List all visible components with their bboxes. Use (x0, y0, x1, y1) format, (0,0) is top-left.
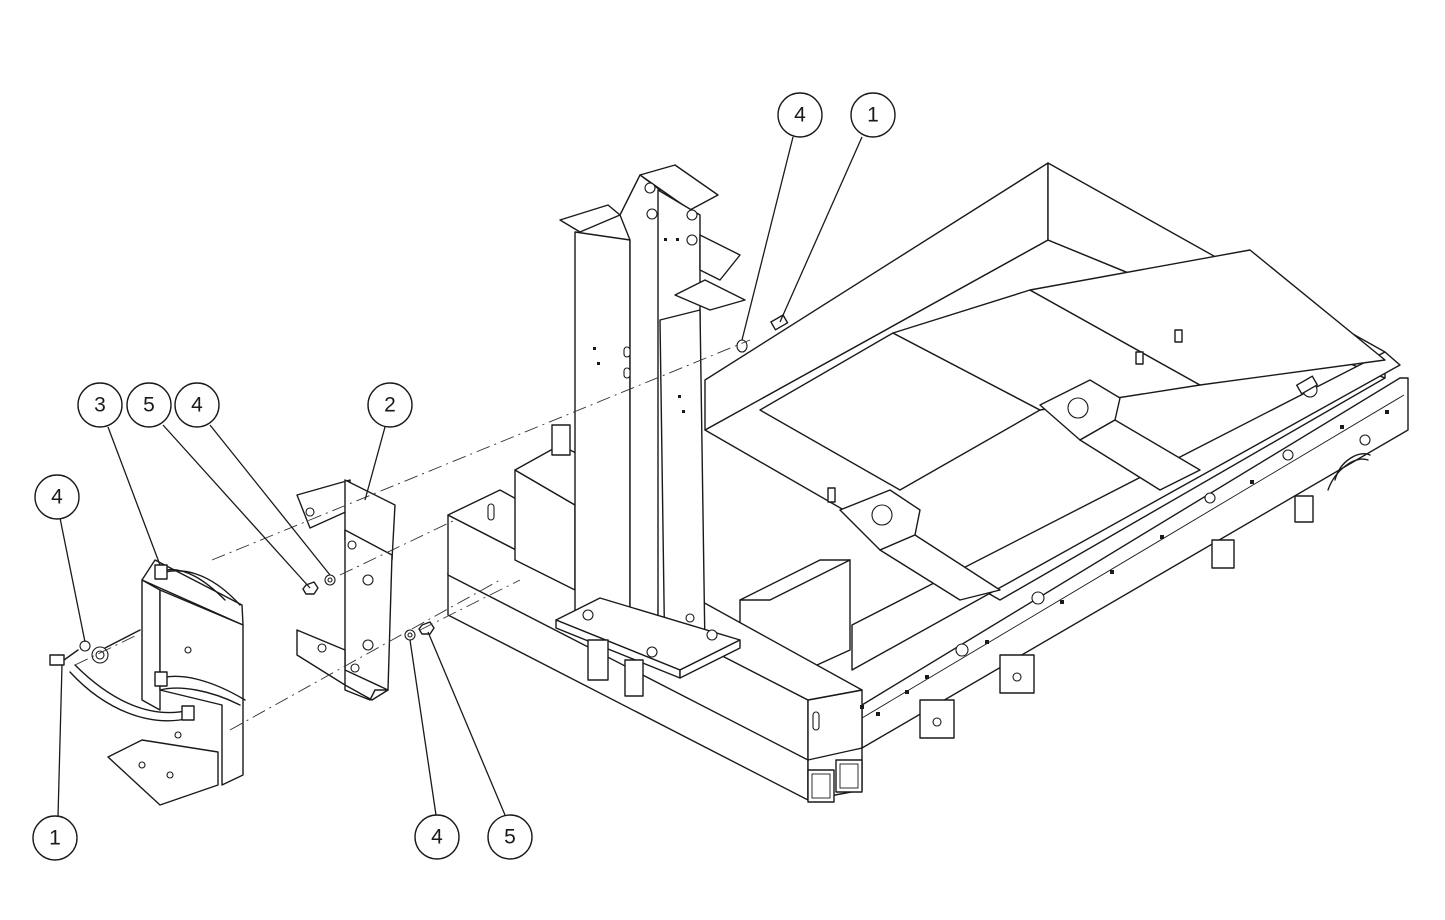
vertical-column (551, 164, 746, 697)
balloon-item-5-left: 5 (126, 382, 172, 428)
base-frame (447, 162, 1409, 803)
svg-text:4: 4 (794, 104, 806, 127)
balloon-item-1-top: 1 (850, 92, 896, 138)
svg-text:3: 3 (94, 394, 106, 417)
balloon-item-4-top: 4 (777, 92, 823, 138)
svg-text:4: 4 (191, 394, 203, 417)
balloon-item-4-mid: 4 (174, 382, 220, 428)
balloon-item-1-bottom: 1 (32, 815, 78, 861)
balloon-item-4-bottom: 4 (414, 814, 460, 860)
balloon-callouts: 4 1 3 5 4 2 (32, 92, 896, 861)
svg-text:4: 4 (431, 826, 443, 849)
svg-text:5: 5 (504, 826, 516, 849)
bracket-part-2 (296, 479, 396, 701)
svg-text:4: 4 (51, 486, 63, 509)
balloon-item-3: 3 (77, 382, 123, 428)
svg-text:5: 5 (143, 394, 155, 417)
balloon-item-5-bottom: 5 (487, 814, 533, 860)
svg-text:2: 2 (384, 394, 396, 417)
balloon-item-4-left: 4 (34, 474, 80, 520)
svg-text:1: 1 (867, 104, 879, 127)
holder-part-3 (69, 559, 246, 806)
balloon-item-2: 2 (367, 382, 413, 428)
assembly-centerlines (74, 339, 751, 731)
svg-text:1: 1 (49, 827, 61, 850)
